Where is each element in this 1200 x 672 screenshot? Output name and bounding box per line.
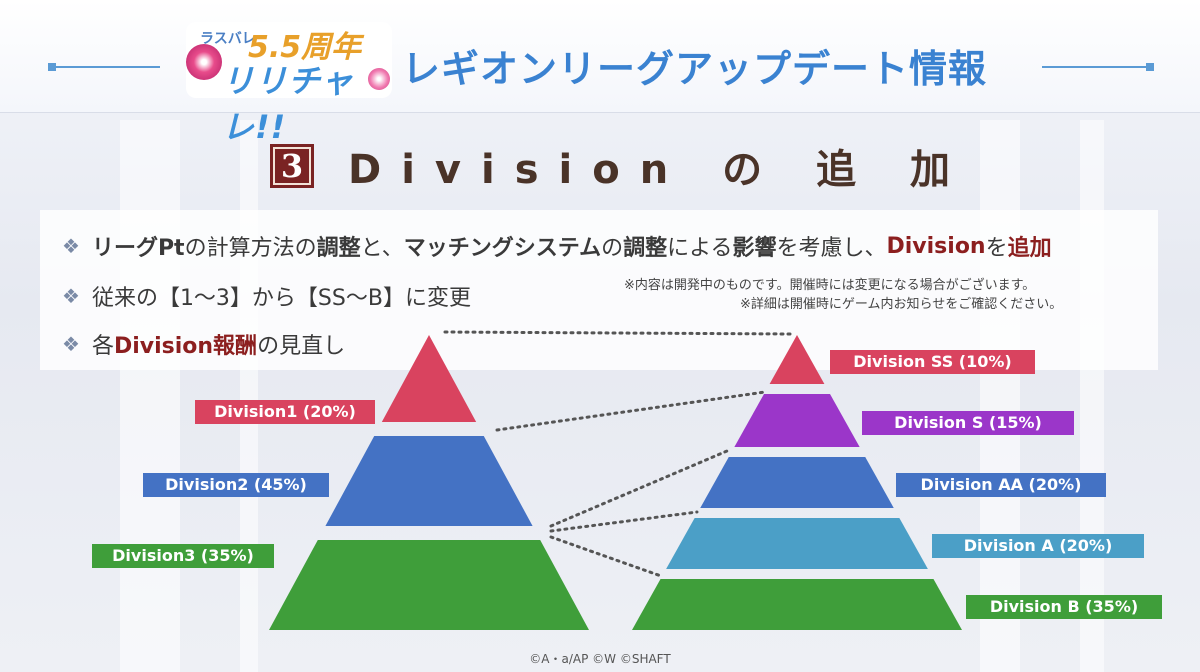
section-number-badge: 3 xyxy=(270,144,314,188)
clover-bullet-icon: ❖ xyxy=(62,234,80,258)
after-label-4: Division A (20%) xyxy=(932,534,1144,558)
before-label-3: Division3 (35%) xyxy=(92,544,274,568)
hibiscus-icon xyxy=(368,68,390,90)
after-label-5: Division B (35%) xyxy=(966,595,1162,619)
after-pyramid xyxy=(632,335,962,630)
clover-bullet-icon: ❖ xyxy=(62,332,80,356)
note-text: リーグPt xyxy=(91,236,185,261)
page-title: レギオンリーグアップデート情報 xyxy=(402,47,988,91)
note-highlight: 追加 xyxy=(1007,236,1052,261)
note-text: 調整 xyxy=(623,236,668,261)
header-decoration-left xyxy=(48,63,160,71)
before-tier-3 xyxy=(269,540,589,630)
disclaimer: ※内容は開発中のものです。開催時には変更になる場合がございます。 xyxy=(624,278,1036,293)
header-decoration-right xyxy=(1042,63,1154,71)
hibiscus-icon xyxy=(186,44,222,80)
connector-line xyxy=(549,449,729,528)
connector-line xyxy=(549,535,663,578)
note-item: ❖ 従来の【1～3】から【SS～B】に変更 xyxy=(62,280,471,312)
before-tier-2 xyxy=(325,436,533,526)
note-text: を考慮し、 xyxy=(776,236,887,261)
connector-line xyxy=(495,390,767,432)
note-text: 従来の【1～3】から【SS～B】に変更 xyxy=(91,286,471,311)
note-item: ❖ リーグPt の計算方法の 調整 と、 マッチングシステム の 調整 による … xyxy=(62,230,1052,262)
after-tier-1 xyxy=(769,335,825,384)
before-label-2: Division2 (45%) xyxy=(143,473,329,497)
after-label-3: Division AA (20%) xyxy=(896,473,1106,497)
note-text: 影響 xyxy=(732,236,777,261)
logo-event-text: リリチャレ!! xyxy=(222,62,354,146)
note-text: 各 xyxy=(91,334,114,359)
after-label-1: Division SS (10%) xyxy=(830,350,1035,374)
after-tier-5 xyxy=(632,579,962,630)
note-text: を xyxy=(985,236,1008,261)
logo-small-text: ラスバレ xyxy=(200,31,256,47)
before-pyramid xyxy=(269,335,589,630)
after-tier-2 xyxy=(734,394,860,447)
connector-line xyxy=(443,330,792,336)
note-text: マッチングシステム xyxy=(403,236,602,261)
note-text: 調整 xyxy=(316,236,361,261)
clover-bullet-icon: ❖ xyxy=(62,284,80,308)
after-tier-4 xyxy=(666,518,928,569)
before-label-1: Division1 (20%) xyxy=(195,400,375,424)
copyright: ©A・a/AP ©W ©SHAFT xyxy=(529,652,671,666)
note-highlight: Division報酬 xyxy=(113,334,258,359)
note-text: の計算方法の xyxy=(184,236,317,261)
notes-panel: ❖ リーグPt の計算方法の 調整 と、 マッチングシステム の 調整 による … xyxy=(40,210,1158,370)
note-text: の xyxy=(601,236,624,261)
after-label-2: Division S (15%) xyxy=(862,411,1074,435)
note-highlight: Division xyxy=(886,233,986,259)
disclaimer: ※詳細は開催時にゲーム内お知らせをご確認ください。 xyxy=(740,297,1063,312)
logo-anniversary-text: 5.5周年 xyxy=(248,30,362,65)
event-logo: ラスバレ 5.5周年 リリチャレ!! xyxy=(186,22,392,146)
section-heading: 3 Division の 追 加 xyxy=(270,142,970,193)
section-title: Division の 追 加 xyxy=(348,147,970,193)
after-tier-3 xyxy=(700,457,894,508)
note-text: と、 xyxy=(360,236,404,261)
note-item: ❖ 各 Division報酬 の見直し xyxy=(62,328,345,360)
before-tier-1 xyxy=(381,335,477,422)
note-text: による xyxy=(667,236,733,261)
connector-lines xyxy=(443,330,792,578)
connector-line xyxy=(549,510,699,533)
note-text: の見直し xyxy=(257,334,346,359)
